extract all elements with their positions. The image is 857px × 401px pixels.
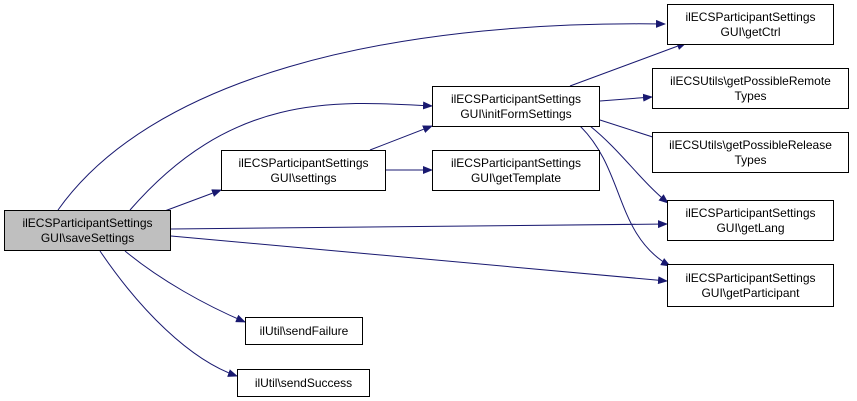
edge-save-to-sendfailure [124,250,246,323]
edge-save-to-settings [161,189,222,213]
edge-settings-to-initform [369,125,433,151]
node-settings-line2: GUI\settings [270,170,337,185]
node-get-ctrl-line2: GUI\getCtrl [720,24,781,39]
edge-initform-to-remote [599,93,653,102]
node-get-ctrl-line1: ilECSParticipantSettings [685,9,816,24]
edge-initform-to-getctrl [569,42,687,87]
node-get-participant-line2: GUI\getParticipant [701,285,800,300]
node-save-settings-line2: GUI\saveSettings [40,230,135,245]
node-init-form-settings[interactable]: ilECSParticipantSettings GUI\initFormSet… [432,86,600,127]
node-get-participant[interactable]: ilECSParticipantSettings GUI\getParticip… [667,264,834,307]
node-get-possible-remote-types-line1: ilECSUtils\getPossibleRemote [670,73,831,88]
node-send-failure-line1: ilUtil\sendFailure [259,323,349,338]
node-settings-line1: ilECSParticipantSettings [238,155,369,170]
node-get-ctrl[interactable]: ilECSParticipantSettings GUI\getCtrl [667,4,834,45]
node-send-failure[interactable]: ilUtil\sendFailure [245,317,363,345]
edge-save-to-sendsuccess [99,250,238,377]
edge-initform-to-release [599,119,663,142]
edge-initform-to-getlang [589,125,669,204]
node-get-lang-line2: GUI\getLang [716,220,785,235]
node-init-form-settings-line1: ilECSParticipantSettings [450,91,582,106]
node-send-success-line1: ilUtil\sendSuccess [254,375,353,390]
edge-initform-to-getparticipant [579,125,671,267]
node-get-possible-release-types-line1: ilECSUtils\getPossibleRelease [669,137,832,152]
node-get-lang-line1: ilECSParticipantSettings [685,205,816,220]
node-send-success[interactable]: ilUtil\sendSuccess [237,369,370,397]
node-get-template-line2: GUI\getTemplate [470,170,562,185]
node-get-possible-remote-types-line2: Types [734,88,767,103]
node-get-possible-release-types[interactable]: ilECSUtils\getPossibleRelease Types [652,132,849,173]
node-settings[interactable]: ilECSParticipantSettings GUI\settings [221,150,386,191]
node-get-template-line1: ilECSParticipantSettings [450,155,582,170]
node-get-participant-line1: ilECSParticipantSettings [685,270,816,285]
node-get-template[interactable]: ilECSParticipantSettings GUI\getTemplate [432,150,600,191]
node-get-lang[interactable]: ilECSParticipantSettings GUI\getLang [667,200,834,241]
edge-save-to-getlang [170,220,668,230]
node-get-possible-remote-types[interactable]: ilECSUtils\getPossibleRemote Types [652,68,849,109]
edge-save-to-getparticipant [170,235,668,285]
edge-save-to-getctrl [57,19,666,211]
node-get-possible-release-types-line2: Types [734,152,767,167]
node-save-settings-line1: ilECSParticipantSettings [22,215,153,230]
node-init-form-settings-line2: GUI\initFormSettings [460,106,572,121]
edge-save-to-initform [129,101,433,211]
node-save-settings[interactable]: ilECSParticipantSettings GUI\saveSetting… [4,210,171,251]
